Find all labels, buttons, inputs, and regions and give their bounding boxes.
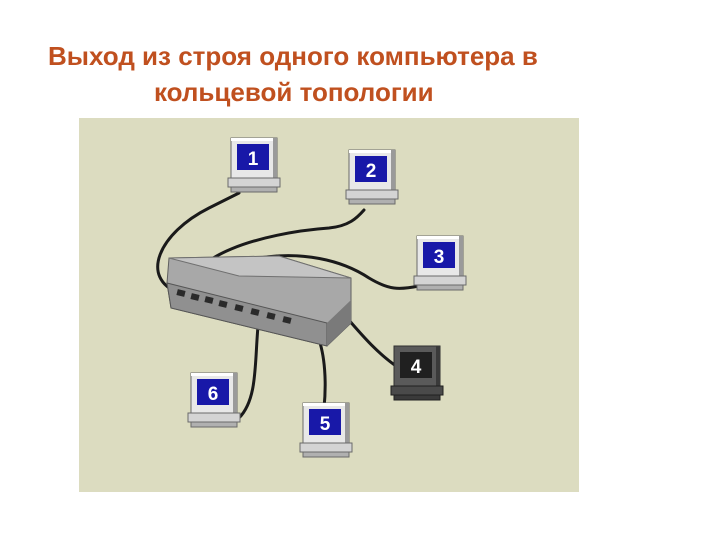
computer-1: 1 xyxy=(228,138,280,192)
diagram-canvas: 1 2 3 4 5 6 xyxy=(79,118,579,492)
computer-4-number: 4 xyxy=(411,357,422,378)
ring-topology-diagram: 1 2 3 4 5 6 xyxy=(79,118,579,492)
computer-6: 6 xyxy=(188,373,240,427)
computer-6-number: 6 xyxy=(208,384,219,405)
computer-3-number: 3 xyxy=(434,247,445,268)
computer-1-number: 1 xyxy=(248,149,259,170)
computer-2: 2 xyxy=(346,150,398,204)
title-line-2: кольцевой топологии xyxy=(154,74,434,110)
computer-4-failed: 4 xyxy=(391,346,443,400)
title-line-1: Выход из строя одного компьютера в xyxy=(48,38,538,74)
computer-5-number: 5 xyxy=(320,414,331,435)
computer-3: 3 xyxy=(414,236,466,290)
cable-6 xyxy=(239,316,259,418)
computer-2-number: 2 xyxy=(366,161,377,182)
computer-5: 5 xyxy=(300,403,352,457)
